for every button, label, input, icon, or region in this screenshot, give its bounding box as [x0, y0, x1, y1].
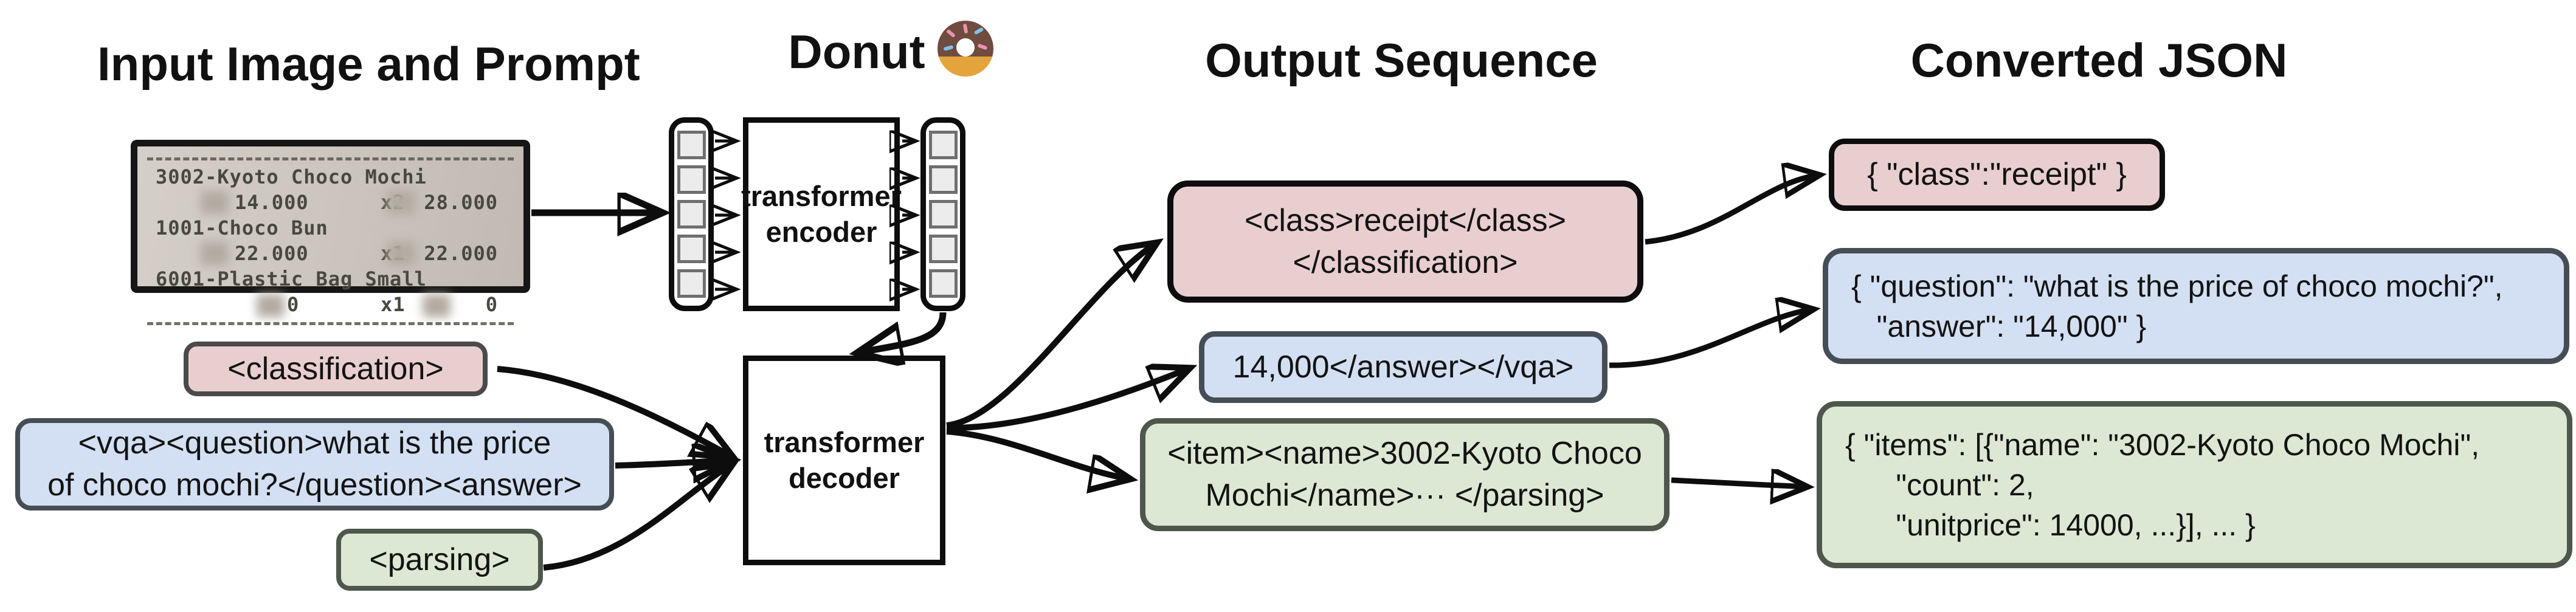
- receipt-item-name: 1001-Choco Bun: [156, 216, 328, 239]
- receipt-unit-price: 22.000: [235, 242, 309, 265]
- receipt-unit-price: 14.000: [235, 191, 309, 214]
- receipt-total: 22.000: [424, 242, 498, 265]
- encoder-output-tokens: [920, 117, 965, 311]
- prompt-classification-box: <classification>: [184, 342, 488, 396]
- arrow-decoder-to-parsing-output: [946, 428, 1130, 479]
- token-square: [928, 200, 958, 229]
- receipt-image: 3002-Kyoto Choco Mochi 14.000 x2 28.000 …: [131, 140, 530, 325]
- encoder-label-line2: encoder: [765, 215, 877, 248]
- output-vqa-box: 14,000</answer></vqa>: [1199, 331, 1607, 403]
- redaction-blur: [387, 191, 415, 214]
- decoder-label-line2: decoder: [789, 461, 900, 494]
- prompt-vqa-box: <vqa><question>what is the price of choc…: [15, 418, 614, 511]
- token-square: [928, 131, 958, 159]
- receipt-item-name: 6001-Plastic Bag Small: [156, 267, 427, 291]
- transformer-encoder-block: transformer encoder: [741, 117, 902, 311]
- receipt-item-name: 3002-Kyoto Choco Mochi: [156, 165, 427, 188]
- receipt-unit-price: 0: [287, 293, 300, 316]
- json-parsing-line2: "count": 2,: [1845, 467, 2034, 502]
- model-column-title: Donut: [720, 21, 1061, 80]
- receipt-divider-bottom: [147, 322, 514, 325]
- prompt-classification-text: <classification>: [227, 351, 444, 387]
- token-square: [928, 165, 958, 194]
- encoder-input-tokens: [669, 117, 714, 311]
- arrow-vqa-prompt-to-decoder: [615, 460, 733, 466]
- receipt-item-row: 0 x1 0: [137, 292, 523, 317]
- output-parsing-line2: Mochi</name>··· </parsing>: [1205, 478, 1604, 513]
- output-parsing-box: <item><name>3002-Kyoto Choco Mochi</name…: [1140, 418, 1670, 531]
- arrow-parsing-output-to-json: [1671, 480, 1807, 487]
- output-vqa-text: 14,000</answer></vqa>: [1232, 349, 1574, 385]
- input-column-title: Input Image and Prompt: [97, 37, 640, 91]
- arrow-encoder-to-decoder: [858, 312, 947, 352]
- decoder-label-line1: transformer: [764, 425, 925, 458]
- receipt-divider-top: [147, 157, 514, 160]
- receipt-item-row: 14.000 x2 28.000: [137, 190, 523, 215]
- json-vqa-line1: { "question": "what is the price of choc…: [1851, 269, 2503, 303]
- output-classification-box: <class>receipt</class> </classification>: [1167, 181, 1643, 303]
- token-square: [677, 235, 706, 263]
- prompt-parsing-box: <parsing>: [336, 529, 543, 591]
- prompt-vqa-line2: of choco mochi?</question><answer>: [47, 467, 582, 503]
- arrow-vqa-output-to-json: [1609, 309, 1813, 368]
- token-square: [677, 200, 706, 229]
- encoder-label-line1: transformer: [741, 179, 902, 212]
- token-square: [677, 165, 706, 194]
- prompt-parsing-text: <parsing>: [369, 542, 510, 577]
- json-parsing-line1: { "items": [{"name": "3002-Kyoto Choco M…: [1845, 427, 2480, 462]
- transformer-decoder-block: transformer decoder: [743, 356, 945, 565]
- json-vqa-line2: "answer": "14,000" }: [1851, 309, 2147, 343]
- token-square: [677, 131, 706, 159]
- token-square: [928, 269, 958, 298]
- json-parsing-box: { "items": [{"name": "3002-Kyoto Choco M…: [1817, 401, 2572, 568]
- arrow-decoder-to-classification-output: [946, 243, 1156, 428]
- output-classification-line2: </classification>: [1293, 244, 1518, 280]
- token-square: [677, 269, 706, 298]
- model-title-label: Donut: [788, 25, 925, 78]
- redaction-blur: [423, 294, 451, 317]
- redaction-blur: [257, 294, 285, 317]
- redaction-blur: [201, 191, 229, 214]
- donut-emoji: [937, 21, 993, 77]
- output-parsing-line1: <item><name>3002-Kyoto Choco: [1167, 436, 1642, 472]
- receipt-total: 0: [485, 293, 498, 316]
- output-classification-line1: <class>receipt</class>: [1245, 202, 1566, 238]
- json-column-title: Converted JSON: [1910, 33, 2288, 87]
- receipt-qty: x1: [381, 293, 406, 316]
- receipt-total: 28.000: [424, 191, 498, 214]
- prompt-vqa-line1: <vqa><question>what is the price: [78, 425, 551, 461]
- token-square: [928, 235, 958, 263]
- receipt-item-row: 22.000 x1 22.000: [137, 241, 523, 266]
- json-vqa-box: { "question": "what is the price of choc…: [1823, 248, 2569, 364]
- output-column-title: Output Sequence: [1205, 33, 1598, 87]
- json-classification-box: { "class":"receipt" }: [1829, 139, 2165, 211]
- arrow-classification-output-to-json: [1645, 175, 1819, 245]
- json-classification-text: { "class":"receipt" }: [1867, 157, 2127, 193]
- redaction-blur: [387, 242, 415, 265]
- redaction-blur: [201, 242, 229, 265]
- json-parsing-line3: "unitprice": 14000, ...}], ... }: [1845, 507, 2256, 542]
